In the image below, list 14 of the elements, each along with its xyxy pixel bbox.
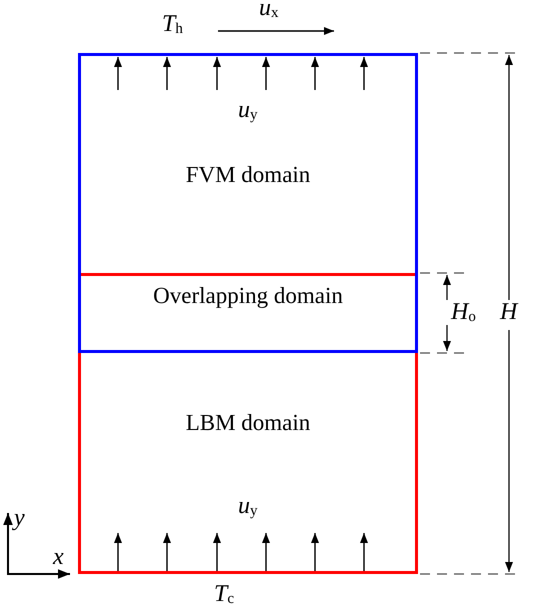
temperature-label: T$_{h}$ (162, 12, 183, 37)
axis-label: x (53, 545, 64, 569)
velocity-label: u$_{x}$ (259, 0, 278, 21)
temperature-label: T$_{c}$ (214, 582, 234, 607)
dimension-label: H$_{o}$ (451, 300, 476, 325)
domain-label: LBM domain (186, 410, 310, 436)
velocity-label: u$_{y}$ (238, 98, 258, 123)
axis-label: y (14, 506, 25, 530)
fvm-domain-box (78, 53, 418, 353)
dimension-label: H (500, 300, 518, 324)
domain-label: Overlapping domain (153, 283, 343, 309)
velocity-label: u$_{y}$ (238, 494, 258, 519)
lbm-domain-box (78, 273, 418, 574)
domain-label: FVM domain (186, 162, 310, 188)
